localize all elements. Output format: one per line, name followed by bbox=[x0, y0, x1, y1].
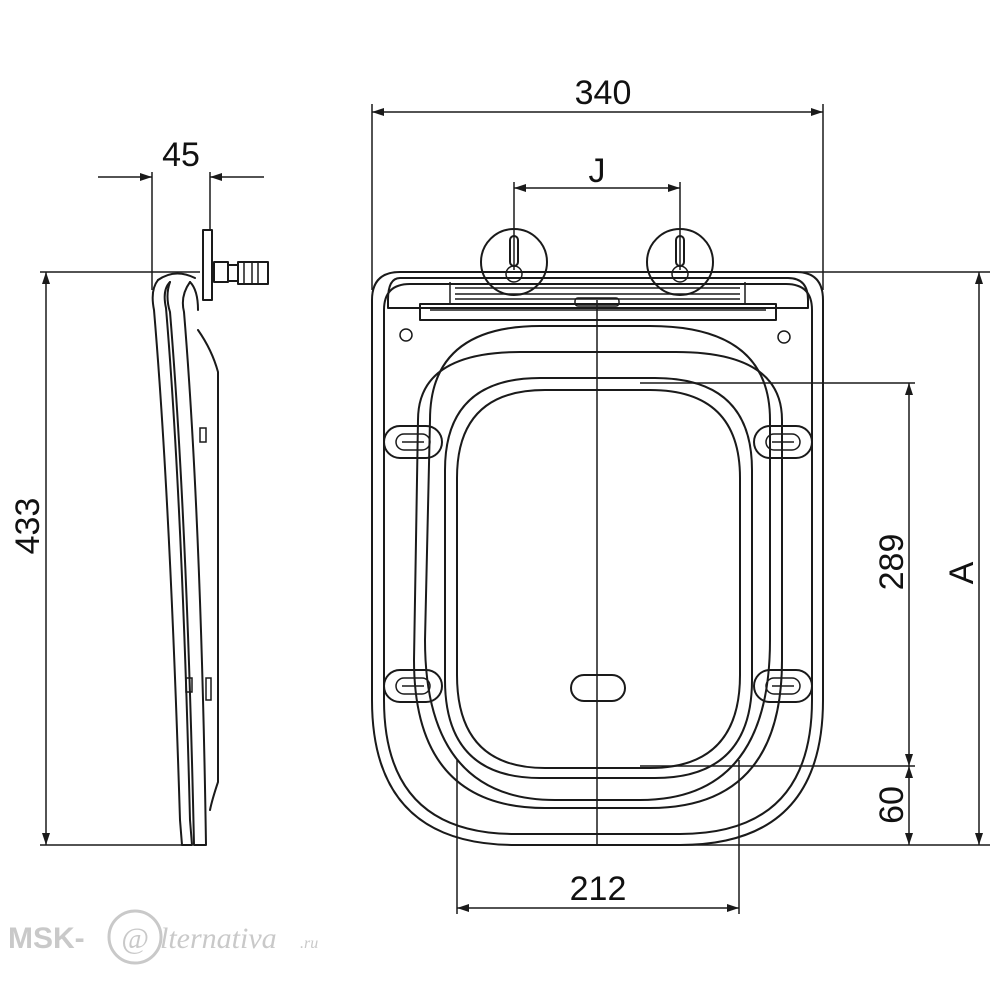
watermark-at-icon bbox=[107, 909, 163, 965]
side-view: 45 433 bbox=[9, 136, 269, 846]
bumper-front-left bbox=[383, 425, 443, 459]
hinge-side bbox=[202, 229, 269, 301]
dimension-289: 289 bbox=[873, 383, 913, 766]
front-slot bbox=[570, 674, 626, 702]
top-view: 340 J 289 60 A 212 bbox=[371, 74, 990, 914]
dimension-j: J bbox=[514, 152, 680, 192]
dimension-212: 212 bbox=[457, 870, 739, 912]
hinge-plate bbox=[387, 277, 809, 344]
opening-inner bbox=[456, 389, 741, 769]
watermark: MSK- @ lternativa .ru bbox=[8, 909, 318, 965]
watermark-symbol: @ bbox=[121, 922, 149, 955]
bumper-rear-left bbox=[383, 669, 443, 703]
dimension-a: A bbox=[943, 272, 983, 845]
opening-outer bbox=[444, 377, 753, 779]
bumper-front-right bbox=[753, 425, 813, 459]
dimension-label-212: 212 bbox=[570, 870, 627, 908]
dimension-label-45: 45 bbox=[162, 136, 200, 174]
dimension-label-289: 289 bbox=[873, 534, 911, 591]
bumper-rear-right bbox=[753, 669, 813, 703]
dimension-label-j: J bbox=[589, 152, 606, 190]
dimension-340: 340 bbox=[372, 74, 823, 116]
dimension-label-60: 60 bbox=[873, 786, 911, 824]
watermark-prefix: MSK- bbox=[8, 922, 85, 955]
dimension-60: 60 bbox=[873, 766, 913, 845]
dimension-label-433: 433 bbox=[9, 498, 47, 555]
watermark-tld: .ru bbox=[300, 935, 318, 952]
seat-side-profile bbox=[151, 272, 219, 846]
dimension-label-a: A bbox=[943, 561, 981, 584]
hinge-disc-right bbox=[646, 228, 714, 296]
lid-outline bbox=[424, 325, 771, 801]
seat-inner-outline bbox=[383, 283, 813, 835]
lid-inner-outline bbox=[413, 351, 783, 809]
dimension-433: 433 bbox=[9, 272, 50, 845]
dimension-45: 45 bbox=[98, 136, 264, 181]
dimension-label-340: 340 bbox=[575, 74, 632, 112]
seat-outer-outline bbox=[371, 271, 824, 846]
hinge-disc-left bbox=[480, 228, 548, 296]
watermark-suffix: lternativa bbox=[160, 922, 277, 955]
